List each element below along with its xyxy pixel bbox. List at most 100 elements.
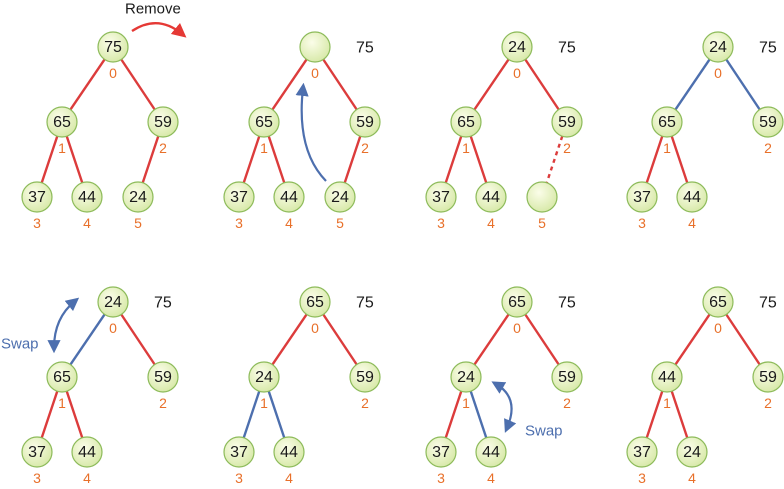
node-value: 24 xyxy=(255,369,273,386)
tree-edge xyxy=(473,313,510,366)
tree-edge xyxy=(645,390,664,439)
heap-node xyxy=(702,286,734,318)
node-index: 2 xyxy=(563,395,571,411)
heap-node xyxy=(248,361,280,393)
node-index: 0 xyxy=(714,65,722,81)
heap-node xyxy=(551,106,583,138)
heap-node xyxy=(425,436,457,468)
node-index: 1 xyxy=(58,140,66,156)
swap-arrow xyxy=(47,297,80,354)
heap-node xyxy=(676,181,708,213)
heap-node xyxy=(475,436,507,468)
node-value: 37 xyxy=(230,189,248,206)
node-value: 65 xyxy=(508,294,526,311)
node-value: 24 xyxy=(457,369,475,386)
node-value: 59 xyxy=(356,114,374,131)
tree-edge xyxy=(645,135,664,184)
heap-node xyxy=(676,436,708,468)
node-value: 37 xyxy=(432,444,450,461)
tree-edge xyxy=(267,135,286,184)
node-index: 3 xyxy=(437,470,445,486)
tree-edge xyxy=(473,58,510,111)
heap-node xyxy=(501,286,533,318)
node-index: 2 xyxy=(764,395,772,411)
heap-node xyxy=(273,181,305,213)
node-index: 4 xyxy=(487,215,495,231)
node-value: 24 xyxy=(683,444,701,461)
node-index: 1 xyxy=(260,395,268,411)
heap-node xyxy=(97,31,129,63)
tree-edge xyxy=(322,313,358,366)
node-value: 44 xyxy=(482,444,500,461)
heap-node xyxy=(248,106,280,138)
heap-node xyxy=(526,181,558,213)
node-index: 4 xyxy=(83,215,91,231)
node-value: 44 xyxy=(78,189,96,206)
heap-node xyxy=(71,181,103,213)
node-index: 2 xyxy=(159,395,167,411)
node-index: 0 xyxy=(311,320,319,336)
node-value: 59 xyxy=(759,114,777,131)
heap-node xyxy=(324,181,356,213)
node-value: 59 xyxy=(558,114,576,131)
node-index: 3 xyxy=(638,470,646,486)
node-value: 59 xyxy=(356,369,374,386)
heap-node xyxy=(299,286,331,318)
node-value: 75 xyxy=(104,39,122,56)
tree-edge xyxy=(141,135,160,184)
tree-edge xyxy=(469,390,488,439)
heap-node xyxy=(273,436,305,468)
node-index: 3 xyxy=(235,215,243,231)
node-index: 0 xyxy=(311,65,319,81)
node-index: 1 xyxy=(260,140,268,156)
node-index: 1 xyxy=(58,395,66,411)
node-index: 2 xyxy=(764,140,772,156)
heap-node xyxy=(147,361,179,393)
node-index: 0 xyxy=(109,320,117,336)
heap-node xyxy=(46,106,78,138)
node-index: 3 xyxy=(33,470,41,486)
node-index: 2 xyxy=(563,140,571,156)
removed-value: 75 xyxy=(356,40,374,57)
heap-node xyxy=(651,106,683,138)
swap-label: Swap xyxy=(525,423,563,440)
heap-node xyxy=(450,106,482,138)
node-value: 37 xyxy=(633,189,651,206)
tree-edge xyxy=(120,58,156,111)
heap-node xyxy=(21,181,53,213)
tree-edge xyxy=(674,58,711,111)
node-value: 24 xyxy=(129,189,147,206)
node-value: 37 xyxy=(230,444,248,461)
node-value: 24 xyxy=(104,294,122,311)
node-value: 44 xyxy=(683,189,701,206)
heap-node xyxy=(425,181,457,213)
tree-edge xyxy=(469,135,488,184)
removed-value: 75 xyxy=(356,295,374,312)
node-value: 24 xyxy=(508,39,526,56)
node-index: 4 xyxy=(285,470,293,486)
tree-edge xyxy=(725,313,761,366)
node-index: 3 xyxy=(638,215,646,231)
tree-edge xyxy=(524,313,560,366)
node-value: 59 xyxy=(154,369,172,386)
node-value: 65 xyxy=(457,114,475,131)
node-index: 3 xyxy=(235,470,243,486)
node-value: 37 xyxy=(28,189,46,206)
tree-edge xyxy=(120,313,156,366)
node-index: 4 xyxy=(285,215,293,231)
node-index: 2 xyxy=(361,395,369,411)
node-index: 0 xyxy=(513,320,521,336)
tree-edge xyxy=(343,135,362,184)
remove-label: Remove xyxy=(125,1,181,18)
tree-edge xyxy=(670,390,689,439)
tree-edge xyxy=(65,135,84,184)
node-value: 44 xyxy=(78,444,96,461)
tree-edge xyxy=(65,390,84,439)
node-value: 59 xyxy=(558,369,576,386)
node-index: 4 xyxy=(688,470,696,486)
node-value: 24 xyxy=(331,189,349,206)
